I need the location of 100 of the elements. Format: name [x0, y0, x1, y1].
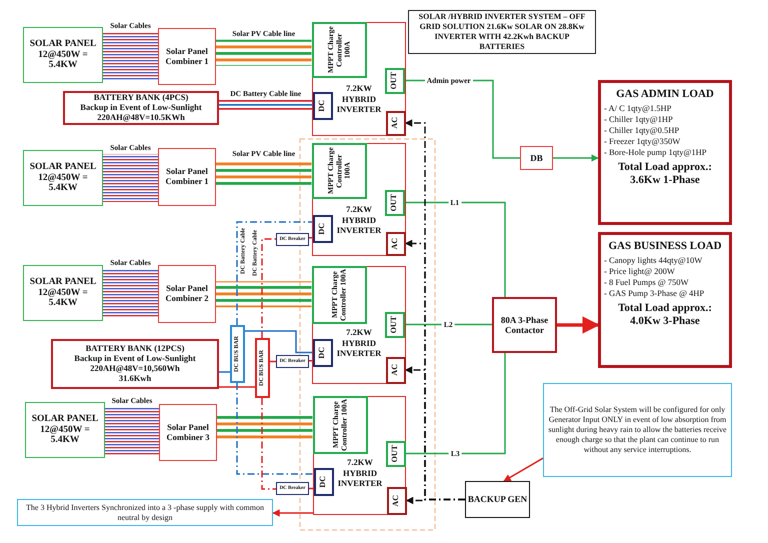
battery-bank-box: [63, 91, 219, 125]
charge-controller-box: [312, 142, 366, 198]
output-port-box: [386, 440, 406, 466]
generator-box: [465, 481, 530, 518]
battery-bank-box: [51, 339, 219, 389]
connector-line: [261, 238, 276, 338]
inverter-box: [312, 22, 406, 136]
load-heading: GAS BUSINESS LOAD: [607, 240, 723, 253]
label-text: DB: [530, 152, 543, 164]
solar-panel-box: [25, 402, 105, 458]
label-text: Solar Panel Combiner 3: [165, 422, 211, 442]
inverter-box: [312, 143, 406, 256]
label-text: DC: [318, 222, 327, 234]
load-item: - Price light@ 200W: [604, 266, 676, 277]
label-text: SOLAR PANEL 12@450W = 5.4KW: [28, 38, 98, 72]
connector-line: [261, 398, 276, 490]
solar-panel-box: [23, 150, 103, 206]
label-text: SOLAR PANEL 12@450W = 5.4KW: [28, 276, 98, 310]
bus-bar: [230, 325, 245, 383]
label-text: SOLAR PANEL 12@450W = 5.4KW: [30, 414, 100, 446]
cable-bundle: [103, 32, 158, 80]
inverter-label: 7.2KW HYBRID INVERTER: [336, 457, 384, 489]
label-text: 220AH@48V=10.5KWh: [97, 112, 185, 123]
inverter-box: [313, 396, 406, 515]
load-item: - A/ C 1qty@1.5HP: [604, 102, 672, 114]
load-item: - 8 Fuel Pumps @ 750W: [604, 276, 690, 288]
charge-controller-box: [312, 22, 366, 78]
label-text: 80A 3-Phase Contactor: [500, 314, 550, 336]
connector-line: [219, 371, 230, 373]
ac-port-box: [386, 232, 406, 256]
bus-bar: [255, 338, 270, 398]
label-text: AC: [391, 364, 400, 376]
combiner-box: [158, 28, 216, 85]
connector-arrow: [553, 154, 599, 162]
label-text: DC: [319, 476, 328, 488]
breaker-box: [276, 355, 309, 368]
load-total: Total Load approx.: 4.0Kw 3-Phase: [617, 302, 713, 328]
cable-bundle: [216, 281, 312, 308]
combiner-box: [158, 148, 216, 206]
connector-line: [236, 383, 314, 475]
dc-port-box: [312, 214, 332, 242]
dc-port-box: [312, 338, 332, 366]
label-text: OUT: [391, 444, 400, 462]
label-text: BATTERY BANK (12PCS): [86, 344, 184, 354]
connector-arrow: [557, 316, 600, 334]
label-text: DC: [318, 346, 327, 358]
note-text: The 3 Hybrid Inverters Synchronized into a 3 -phase supply with common neutral by design: [25, 502, 265, 522]
diagram-title: SOLAR /HYBRID INVERTER SYSTEM – OFF GRID SOLUTION 21.6Kw SOLAR ON 28.8Kw INVERTER WITH 42.2Kwh BACKUP BATTERIES: [408, 10, 596, 54]
load-item: - Chiller 1qty@0.5HP: [604, 124, 680, 136]
note-text: The Off-Grid Solar System will be configured for only Generator Input ONLY in event of low absorption from sunlight during heavy rain to allow the batteries receive enough charge so that the plant can continue to run without any service interruptions.: [548, 405, 727, 455]
ac-port-box: [386, 110, 406, 136]
contactor-box: [492, 297, 557, 353]
connector-line: [219, 386, 255, 388]
label-text: 220AH@48V=10,560Wh: [90, 364, 180, 374]
label-text: OUT: [390, 72, 399, 90]
label-text: OUT: [390, 316, 399, 334]
label-text: Solar Panel Combiner 1: [164, 167, 210, 187]
charge-controller-box: [312, 396, 368, 454]
distribution-board-box: [520, 146, 553, 170]
label-text: BATTERY BANK (4PCS): [94, 93, 188, 104]
label-text: DC: [318, 100, 327, 112]
load-item: - Bore-Hole pump 1qty@1HP: [604, 146, 708, 158]
cable-bundle: [105, 407, 159, 455]
inverter-label: 7.2KW HYBRID INVERTER: [336, 327, 382, 359]
label-text: Backup in Event of Low-Sunlight: [74, 354, 196, 364]
load-box: [598, 80, 732, 225]
connector-line: [406, 353, 506, 454]
load-box: [598, 232, 732, 368]
load-item: - Canopy lights 44qty@10W: [604, 254, 704, 266]
cable-bundle: [216, 160, 312, 186]
load-total: Total Load approx.: 3.6Kw 1-Phase: [617, 160, 713, 188]
label-text: AC: [391, 117, 400, 129]
output-port-box: [384, 190, 404, 216]
ac-port-box: [386, 356, 406, 384]
label-text: SOLAR PANEL 12@450W = 5.4KW: [28, 162, 98, 194]
output-port-box: [384, 68, 404, 94]
solar-panel-box: [23, 27, 103, 83]
cable-bundle: [216, 40, 312, 66]
solar-panel-box: [23, 265, 103, 321]
dc-port-box: [314, 468, 334, 496]
load-heading: GAS ADMIN LOAD: [615, 88, 715, 101]
connector-line: [245, 330, 312, 354]
combiner-box: [159, 404, 217, 461]
connector-arrow: [406, 496, 465, 504]
dc-port-box: [312, 92, 332, 120]
output-port-box: [384, 312, 404, 338]
connector-line: [236, 221, 312, 325]
breaker-box: [276, 482, 309, 495]
breaker-box: [276, 233, 309, 246]
load-item: - Freezer 1qty@350W: [604, 136, 682, 147]
charge-controller-box: [312, 266, 366, 324]
connector-line: [404, 202, 506, 297]
load-item: - GAS Pump 3-Phase @ 4HP: [604, 288, 706, 299]
connector-line: [404, 324, 492, 326]
inverter-label: 7.2KW HYBRID INVERTER: [336, 83, 382, 115]
label-text: AC: [392, 494, 401, 506]
label-text: Backup in Event of Low-Sunlight: [80, 103, 202, 113]
note-box: [17, 499, 273, 526]
load-item: - Chiller 1qty@1HP: [604, 114, 674, 125]
connector-line: [270, 360, 276, 362]
